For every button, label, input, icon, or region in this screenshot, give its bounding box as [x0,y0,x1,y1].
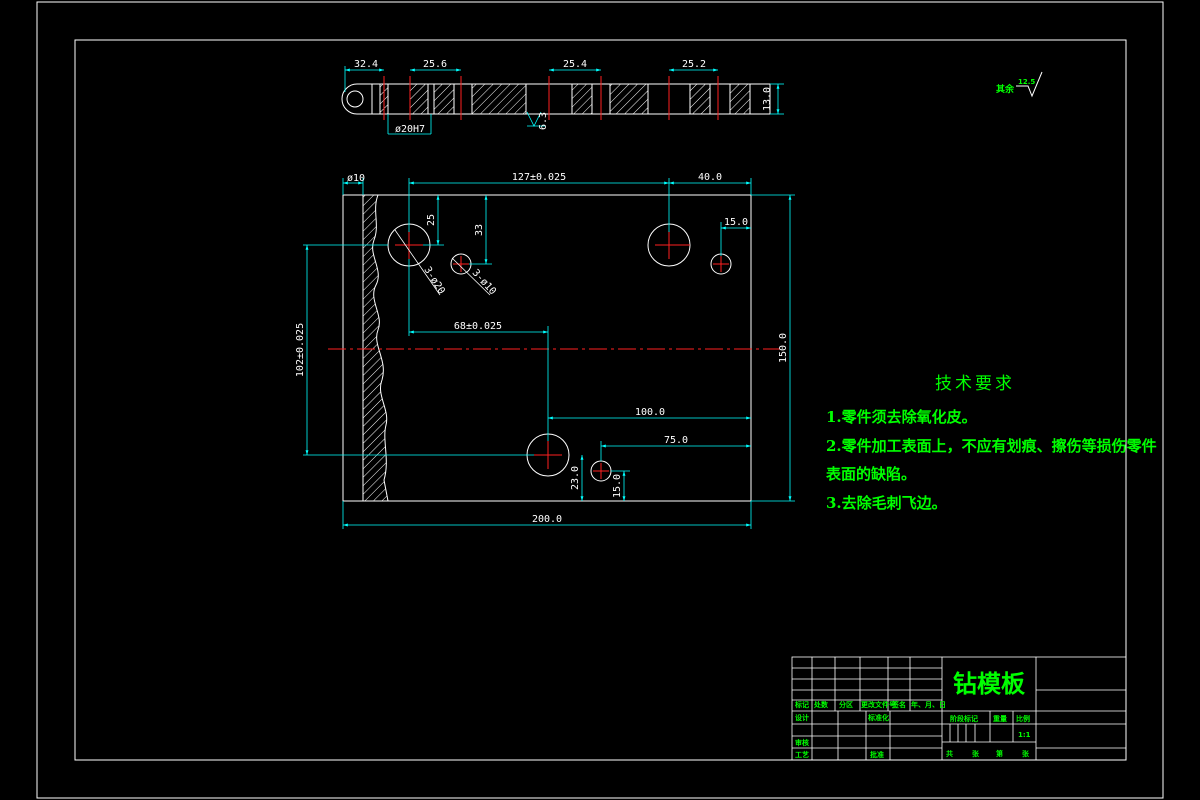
top-roughness-value: 6.3 [538,112,549,130]
tb-sheet-no: 第 [996,749,1003,758]
front-view: ø10 127±0.025 40.0 15.0 25 33 3-ø20 3-ø1… [295,172,795,529]
dim-127: 127±0.025 [512,172,566,183]
top-view-hatch-5 [571,83,593,115]
surface-finish-value: 12.5 [1018,78,1035,86]
tb-label-review: 审核 [795,738,809,747]
tb-label-design: 设计 [795,713,809,722]
top-view: 32.4 25.6 25.4 25.2 13.0 ø20H7 6.3 [341,59,784,135]
top-view-hatch-3 [433,83,455,115]
note-line-3: 表面的缺陷。 [826,465,916,483]
surface-finish-note: 其余 [996,83,1015,95]
front-view-dimension-lines [303,178,795,529]
dim-33: 33 [474,224,485,236]
tb-label-stage-mark: 阶段标记 [950,714,978,723]
dim-75: 75.0 [664,435,688,446]
dim-hole-small: 3-ø10 [470,267,498,297]
outer-sheet-border [36,1,1164,799]
dim-200: 200.0 [532,514,562,525]
top-view-outline [341,83,771,115]
top-dim-25-4: 25.4 [563,59,587,70]
note-line-4: 3.去除毛刺飞边。 [826,494,947,512]
top-view-hatch-7 [689,83,711,115]
dim-102: 102±0.025 [295,323,306,377]
tb-label-zone: 分区 [839,700,853,709]
dim-15-bottom: 15.0 [612,474,623,498]
tb-sheet-unit: 张 [1022,749,1030,758]
tb-sheet: 张 [972,749,980,758]
top-dim-25-6: 25.6 [423,59,447,70]
tb-label-standardization: 标准化 [867,713,889,722]
tb-sheets-total: 共 [946,749,953,758]
top-view-centerlines [383,76,719,120]
part-name-title: 钻模板 [953,669,1026,698]
surface-finish-symbol: 其余 12.5 [996,71,1043,98]
note-line-2: 2.零件加工表面上，不应有划痕、擦伤等损伤零件 [826,437,1157,455]
inner-frame-border [74,39,1127,761]
dim-68: 68±0.025 [454,321,502,332]
top-view-hatch-4 [471,83,527,115]
top-view-pin-circle [346,90,364,108]
tb-label-weight: 重量 [993,714,1007,723]
tb-label-signature: 签名 [891,700,906,709]
dim-pin-diameter: ø10 [347,173,365,184]
top-view-hatch-6 [609,83,649,115]
tb-label-mark: 标记 [794,700,809,709]
technical-requirements: 技术要求 1.零件须去除氧化皮。 2.零件加工表面上，不应有划痕、擦伤等损伤零件… [826,374,1157,512]
dim-40: 40.0 [698,172,722,183]
dim-25: 25 [426,214,437,226]
dim-150: 150.0 [778,333,789,363]
front-view-centerlines [328,231,780,479]
note-line-1: 1.零件须去除氧化皮。 [826,408,977,426]
tb-label-count: 处数 [813,700,829,709]
tb-label-date: 年、月、日 [911,700,946,709]
title-block [791,656,1127,761]
top-view-dimension-lines [344,66,784,135]
notes-title: 技术要求 [935,374,1015,394]
dim-100: 100.0 [635,407,665,418]
title-block-text: 钻模板 标记 处数 分区 更改文件号 签名 年、月、日 设计 标准化 审核 工艺… [794,669,1031,759]
tb-label-scale: 比例 [1016,714,1030,723]
tb-label-change-doc: 更改文件号 [861,700,896,709]
tb-label-approve: 批准 [870,750,884,759]
tb-label-process: 工艺 [795,750,809,759]
title-block-frame [791,656,1127,761]
top-view-hatch-8 [729,83,751,115]
tb-scale-value: 1:1 [1018,731,1031,739]
top-dim-thickness: 13.0 [762,87,773,111]
dim-hole-large: 3-ø20 [421,265,446,296]
top-dim-hole-fit: ø20H7 [395,124,425,135]
plate-outline [342,194,752,502]
break-section-hatch [362,194,389,502]
top-view-hatch-2 [409,83,429,115]
top-dim-25-2: 25.2 [682,59,706,70]
dim-15-top: 15.0 [724,217,748,228]
top-dim-32-4: 32.4 [354,59,378,70]
dim-23: 23.0 [570,466,581,490]
hole-leaders [394,229,491,296]
